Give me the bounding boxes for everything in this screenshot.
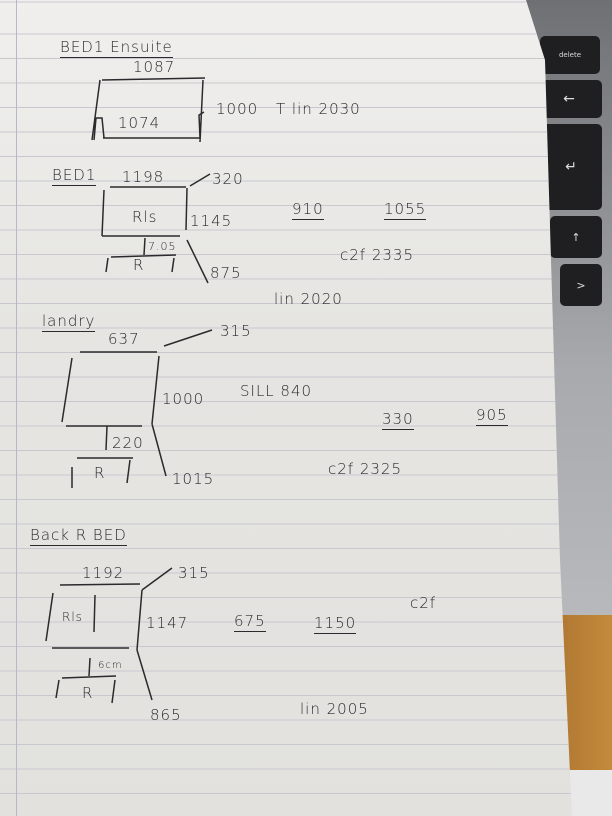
dimension-top: 1198 (122, 168, 165, 186)
dimension-lower-diagonal: 875 (210, 264, 242, 282)
dimension-side: 1145 (190, 212, 233, 230)
lower-label: R (82, 684, 94, 702)
note: T lin 2030 (276, 100, 361, 118)
width-1: 675 (234, 612, 266, 632)
dimension-top: 637 (108, 330, 140, 348)
dimension-top: 1087 (133, 58, 176, 76)
box-label: Rls (132, 208, 158, 226)
dimension-lower-diagonal: 1015 (172, 470, 215, 488)
lower-label: R (94, 464, 106, 482)
section-title: BED1 (52, 166, 97, 186)
dimension-right: 1000 (216, 100, 259, 118)
section-title: Back R BED (30, 526, 127, 546)
dimension-diagonal: 315 (178, 564, 210, 582)
dimension-lower-diagonal: 865 (150, 706, 182, 724)
width-2: 1150 (314, 614, 357, 634)
dimension-drop: 6cm (98, 660, 123, 671)
width-1: 330 (382, 410, 414, 430)
dimension-side: 1147 (146, 614, 189, 632)
section-title: BED1 Ensuite (60, 38, 173, 58)
dimension-top: 1192 (82, 564, 125, 582)
dimension-bottom: 1074 (118, 114, 161, 132)
dimension-drop: 7.05 (148, 240, 177, 253)
right-arrow-key: > (560, 264, 602, 306)
width-2: 1055 (384, 200, 427, 220)
width-2: 905 (476, 406, 508, 426)
return-key: ↵ (540, 124, 602, 210)
dimension-diagonal: 315 (220, 322, 252, 340)
dimension-diagonal: 320 (212, 170, 244, 188)
c2f-note: c2f 2325 (328, 460, 403, 478)
delete-key: delete (540, 36, 600, 74)
section-title: landry (42, 312, 96, 332)
dimension-drop: 220 (112, 434, 144, 452)
lower-label: R (133, 256, 145, 274)
dimension-side: 1000 (162, 390, 205, 408)
c2f-note: c2f (410, 594, 437, 612)
up-arrow-key: ↑ (550, 216, 602, 258)
lin-note: lin 2005 (300, 700, 369, 718)
lin-note: lin 2020 (274, 290, 343, 308)
left-arrow-key: ← (536, 80, 602, 118)
c2f-note: c2f 2335 (340, 246, 415, 264)
box-label: Rls (62, 610, 83, 624)
sill-note: SILL 840 (240, 382, 313, 400)
width-1: 910 (292, 200, 324, 220)
